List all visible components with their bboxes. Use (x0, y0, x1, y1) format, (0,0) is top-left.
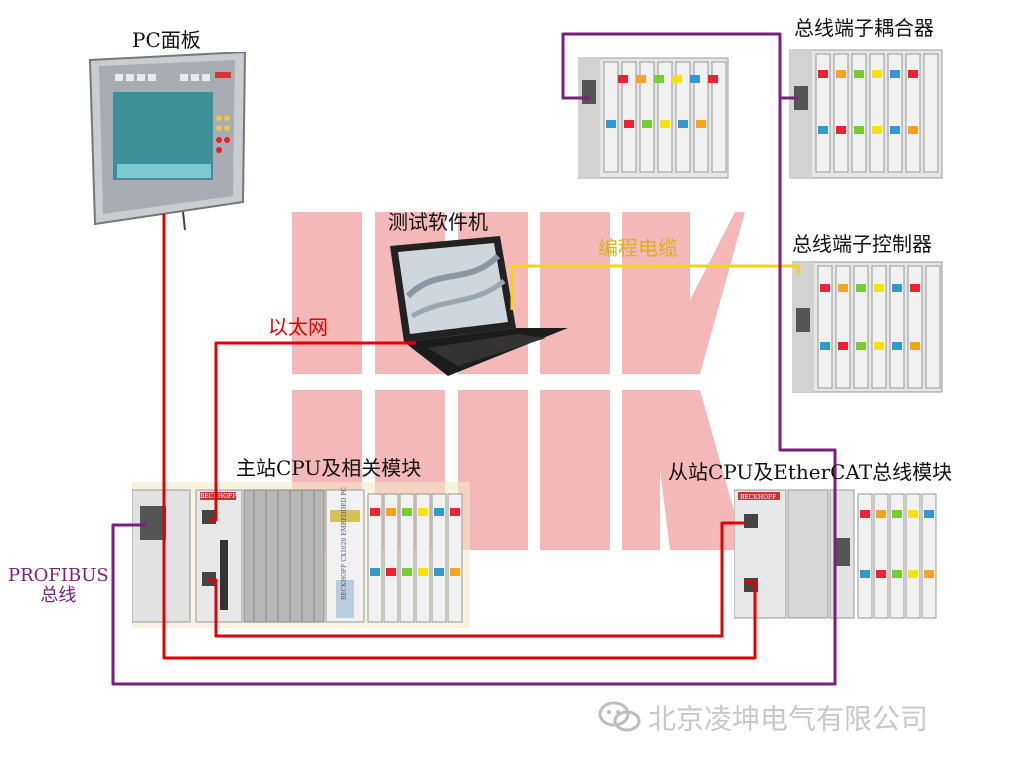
bus-coupler-device (578, 49, 943, 179)
coupler-label: 总线端子耦合器 (794, 16, 934, 40)
slave-cpu-rack: BECKHOFF (734, 489, 937, 619)
watermark-text: 北京凌坤电气有限公司 (648, 702, 929, 736)
company-watermark: 北京凌坤电气有限公司 (598, 700, 928, 739)
ethernet-cable-master-slave (208, 521, 744, 638)
test-pc-laptop (390, 236, 568, 376)
test-pc-label: 测试软件机 (388, 210, 488, 234)
ethernet-label: 以太网 (268, 315, 328, 339)
slave-label: 从站CPU及EtherCAT总线模块 (668, 460, 953, 484)
pc-panel-device (88, 52, 247, 231)
profibus-label-line1: PROFIBUS (8, 565, 109, 586)
master-module-text: BECKHOFF CX1020 EMBEDDED PC (341, 487, 348, 600)
wechat-icon (598, 700, 642, 739)
programming-cable (510, 264, 800, 310)
ethernet-cable-pc-panel (162, 214, 757, 660)
master-cpu-rack: BECKHOFF BECKHOFF CX1020 EMBEDDED PC (132, 482, 470, 628)
profibus-label-line2: 总线 (40, 584, 77, 606)
master-label: 主站CPU及相关模块 (236, 456, 422, 480)
profibus-label: PROFIBUS 总线 (8, 566, 109, 606)
controller-label: 总线端子控制器 (792, 232, 932, 256)
pc-panel-label: PC面板 (132, 28, 201, 52)
ethernet-cable-laptop (209, 341, 416, 522)
bus-controller-device (792, 261, 943, 393)
programming-cable-label: 编程电缆 (598, 236, 678, 260)
slave-brand-text: BECKHOFF (740, 494, 776, 501)
profibus-cable (111, 32, 837, 686)
master-brand-text: BECKHOFF (200, 493, 236, 500)
